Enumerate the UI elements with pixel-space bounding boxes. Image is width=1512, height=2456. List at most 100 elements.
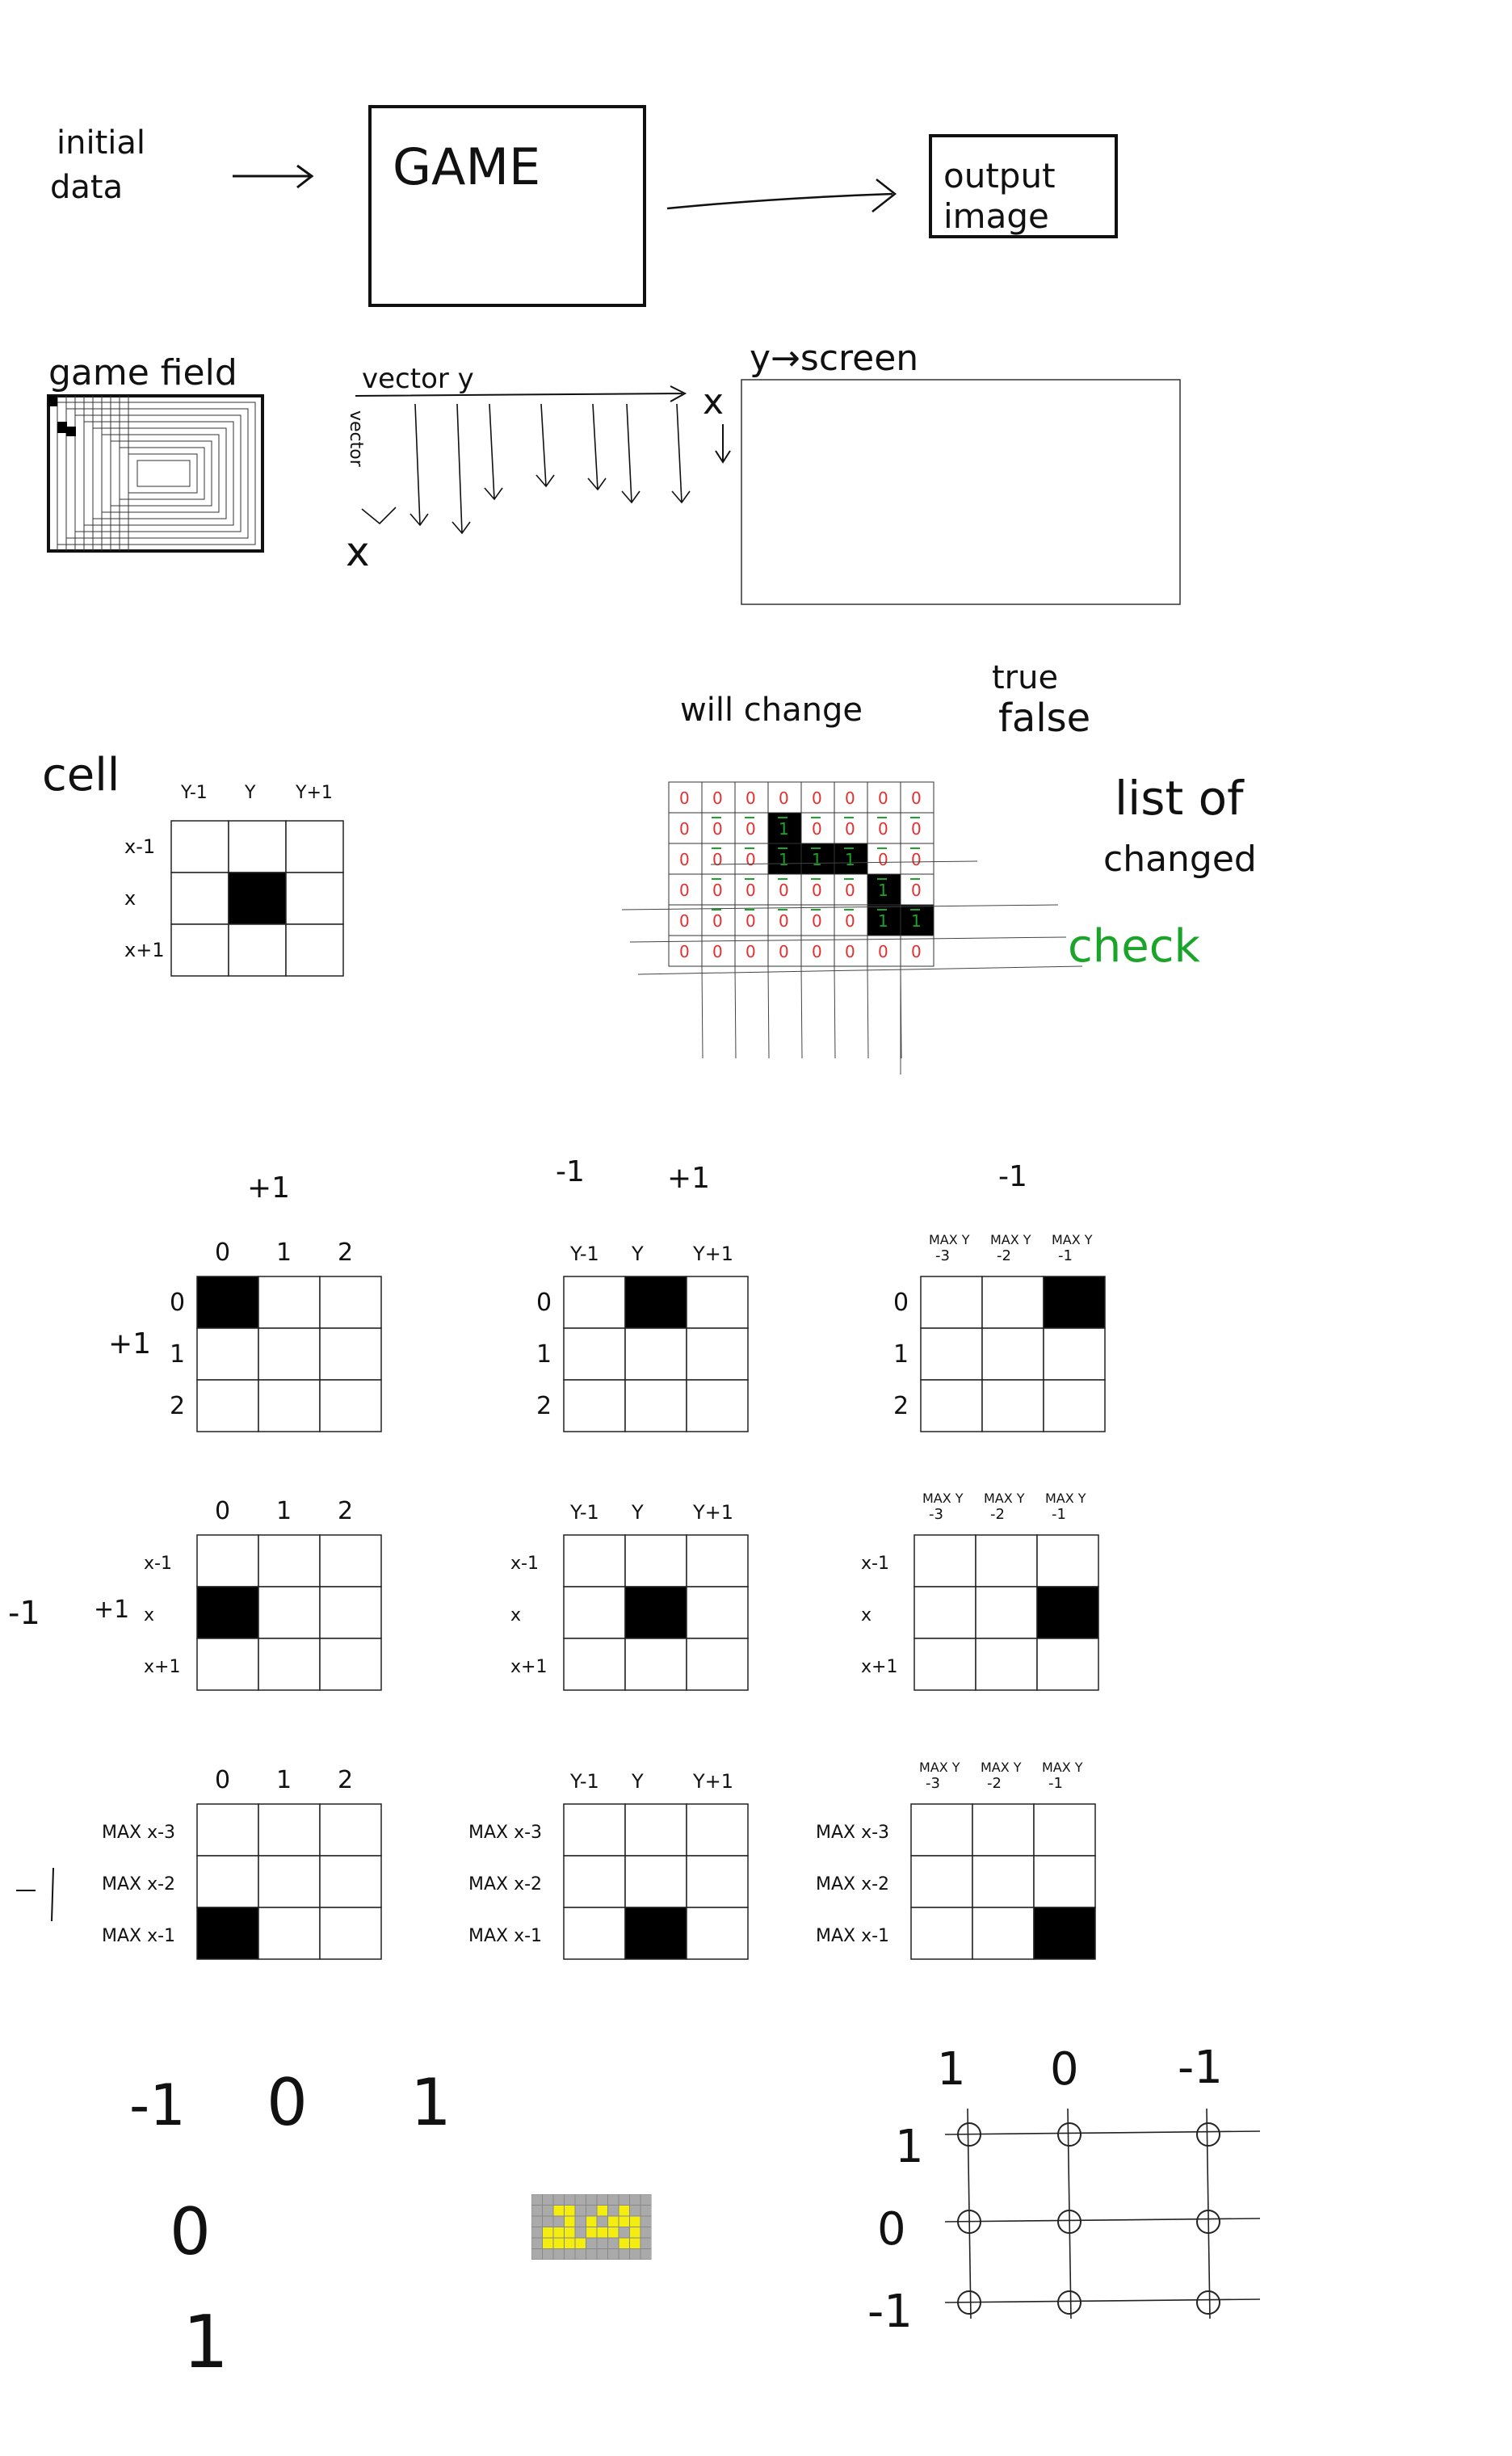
input-label-line1: initial: [57, 124, 145, 162]
glider-cell-dead: [553, 2194, 564, 2205]
field-ring: [92, 427, 227, 519]
edge-cell-filled: [1033, 1907, 1096, 1960]
glider-cell-dead: [597, 2238, 607, 2248]
lattice-side-0: 0: [877, 2203, 906, 2256]
game-field-section: game field: [47, 352, 264, 553]
edge-cell: [686, 1586, 749, 1639]
edge-col-label: 1: [276, 1766, 292, 1794]
cell-row-label: x: [124, 887, 136, 910]
edge-cell: [920, 1276, 983, 1329]
edge-cell: [196, 1638, 259, 1691]
edge-row-label: x+1: [144, 1657, 180, 1677]
change-cell-value: 0: [878, 789, 888, 808]
field-ring: [74, 414, 242, 532]
glider-cell-dead: [575, 2194, 586, 2205]
lattice-node: [1196, 2210, 1220, 2234]
edge-col-label: 1: [276, 1497, 292, 1525]
glider-cell-dead: [597, 2249, 607, 2260]
change-cell-value: 0: [712, 789, 723, 808]
edge-cell: [981, 1276, 1044, 1329]
glider-cell-alive: [630, 2216, 640, 2227]
field-cell-filled: [66, 427, 76, 436]
glider-cell-alive: [553, 2206, 564, 2216]
glider-cell-dead: [543, 2249, 553, 2260]
glider-cell-dead: [543, 2206, 553, 2216]
lattice-node: [957, 2290, 981, 2315]
edge-cell: [319, 1327, 382, 1381]
change-cell-value: 0: [845, 911, 855, 931]
edge-col-label: Y+1: [692, 1770, 733, 1793]
list-label-line1: list of: [1115, 771, 1245, 826]
output-box: [929, 134, 1118, 238]
change-cell: [900, 935, 934, 967]
arrow-to-output: [666, 179, 897, 212]
glider-cell-dead: [531, 2194, 542, 2205]
vector-y-label: vector y: [362, 363, 474, 395]
glider-cell-dead: [619, 2194, 629, 2205]
glider-cell-alive: [586, 2227, 597, 2238]
change-cell-value: 0: [779, 789, 789, 808]
check-guide-line: [629, 936, 1067, 943]
edge-cell: [196, 1327, 259, 1381]
glider-cell-alive: [553, 2227, 564, 2238]
lattice-node: [1196, 2122, 1220, 2147]
change-cell-value: 0: [911, 850, 922, 869]
edge-row-label: MAX x-3: [468, 1823, 542, 1843]
game-box: [368, 105, 646, 307]
lattice-node: [1057, 2210, 1082, 2234]
change-cell-value: 0: [845, 789, 855, 808]
check-guide-line: [710, 860, 978, 865]
lattice-col-line: [1067, 2108, 1072, 2319]
arrow-to-game: [233, 164, 314, 189]
vector-arrow: [621, 403, 640, 504]
edge-cell: [914, 1638, 976, 1691]
lattice-top-minus-1: -1: [1178, 2042, 1223, 2094]
change-cell: [800, 935, 835, 967]
lattice-row-line: [944, 2218, 1261, 2223]
glider-cell-dead: [531, 2238, 542, 2248]
offset-lattice: 1 0 -1 1 0 -1: [867, 2042, 1261, 2338]
edge-row-label: MAX x-2: [102, 1874, 175, 1895]
edge-cell: [975, 1586, 1038, 1639]
edge-col-label: MAX Y: [990, 1232, 1031, 1247]
glider-cell-dead: [553, 2216, 564, 2227]
edge-cell: [563, 1586, 626, 1639]
change-cell-value: 0: [911, 881, 922, 900]
edge-cell-filled: [624, 1586, 687, 1639]
edge-cell: [920, 1379, 983, 1432]
edge-col-label: Y: [631, 1501, 644, 1524]
change-cell-value: 0: [679, 881, 690, 900]
edge-cell: [624, 1855, 687, 1908]
lattice-node: [1057, 2290, 1082, 2315]
edge-row-label: x: [510, 1605, 521, 1625]
game-label: GAME: [393, 137, 540, 196]
edge-col-label: MAX Y: [919, 1760, 960, 1775]
edge-cell: [975, 1534, 1038, 1588]
screen-section: y→screen x: [703, 338, 1181, 605]
edge-cell: [624, 1327, 687, 1381]
change-cell: [668, 904, 703, 936]
edge-cell: [910, 1907, 973, 1960]
edge-col-label: Y+1: [692, 1501, 733, 1524]
vector-arrow: [410, 403, 429, 527]
edge-cell: [686, 1855, 749, 1908]
edge-notes: +1 -1 +1 -1 +1 -1 +1: [8, 1155, 1027, 1922]
cell-neighbor: [285, 923, 344, 977]
vector-arrow: [536, 403, 555, 488]
glider-cell-dead: [630, 2249, 640, 2260]
edge-cell: [563, 1855, 626, 1908]
cell-col-label: Y: [244, 783, 256, 803]
change-cell-value: 0: [878, 819, 888, 839]
glider-cell-dead: [619, 2249, 629, 2260]
edge-cell: [258, 1379, 321, 1432]
edge-cell: [319, 1534, 382, 1588]
glider-cell-dead: [597, 2216, 607, 2227]
change-cell-value: 0: [746, 819, 756, 839]
